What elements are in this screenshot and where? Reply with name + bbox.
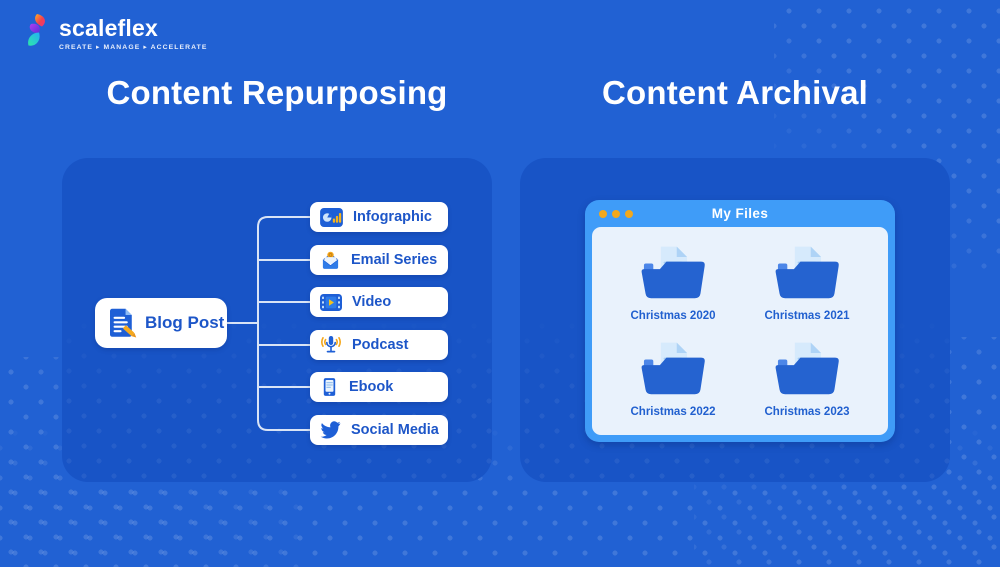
content-repurposing-panel: Blog Post Infographic <box>62 158 492 482</box>
output-label: Ebook <box>349 379 394 395</box>
folder-label: Christmas 2021 <box>764 309 850 322</box>
brand-name: scaleflex <box>59 15 158 41</box>
folder-label: Christmas 2022 <box>630 405 716 418</box>
brand-tagline: CREATE ▸ MANAGE ▸ ACCELERATE <box>59 44 208 52</box>
blog-post-node: Blog Post <box>95 298 227 348</box>
open-folder-document-icon <box>631 337 715 402</box>
output-pill-video: Video <box>310 287 448 317</box>
diagram-connector-lines <box>227 216 310 431</box>
output-pill-infographic: Infographic <box>310 202 448 232</box>
open-folder-document-icon <box>765 337 849 402</box>
heading-content-archival: Content Archival <box>601 74 868 111</box>
window-traffic-dots <box>599 209 633 218</box>
video-film-play-icon <box>320 293 342 311</box>
infographic-chart-icon <box>320 207 343 227</box>
folder-label: Christmas 2023 <box>764 405 850 418</box>
window-dot-icon <box>625 209 633 218</box>
output-label: Infographic <box>353 209 432 225</box>
blog-post-label: Blog Post <box>145 313 225 332</box>
output-pill-social-media: Social Media <box>310 415 448 445</box>
blog-post-document-pencil-icon <box>106 306 138 340</box>
output-pill-podcast: Podcast <box>310 330 448 360</box>
scaleflex-logo: scaleflex CREATE ▸ MANAGE ▸ ACCELERATE <box>22 13 208 51</box>
output-label: Email Series <box>351 252 438 268</box>
folder-item: Christmas 2022 <box>606 329 740 425</box>
podcast-microphone-icon <box>320 335 342 355</box>
window-titlebar: My Files <box>585 200 895 227</box>
output-label: Social Media <box>351 422 439 438</box>
ebook-ereader-icon <box>320 377 339 397</box>
window-dot-icon <box>612 209 620 218</box>
folder-item: Christmas 2021 <box>740 233 874 329</box>
open-folder-document-icon <box>631 241 715 306</box>
twitter-bird-icon <box>320 421 341 439</box>
scaleflex-logo-icon <box>22 13 50 49</box>
output-pill-ebook: Ebook <box>310 372 448 402</box>
open-folder-document-icon <box>765 241 849 306</box>
my-files-window: My Files Christmas 2020 <box>585 200 895 442</box>
content-archival-panel: My Files Christmas 2020 <box>520 158 950 482</box>
window-title: My Files <box>711 206 769 221</box>
folder-item: Christmas 2023 <box>740 329 874 425</box>
heading-content-repurposing: Content Repurposing <box>106 74 448 111</box>
output-label: Podcast <box>352 337 409 353</box>
email-envelope-icon <box>320 250 341 270</box>
window-content: Christmas 2020 Christmas 2021 <box>592 227 888 435</box>
window-dot-icon <box>599 209 607 218</box>
folder-label: Christmas 2020 <box>630 309 716 322</box>
folder-item: Christmas 2020 <box>606 233 740 329</box>
output-pill-email-series: Email Series <box>310 245 448 275</box>
output-label: Video <box>352 294 392 310</box>
